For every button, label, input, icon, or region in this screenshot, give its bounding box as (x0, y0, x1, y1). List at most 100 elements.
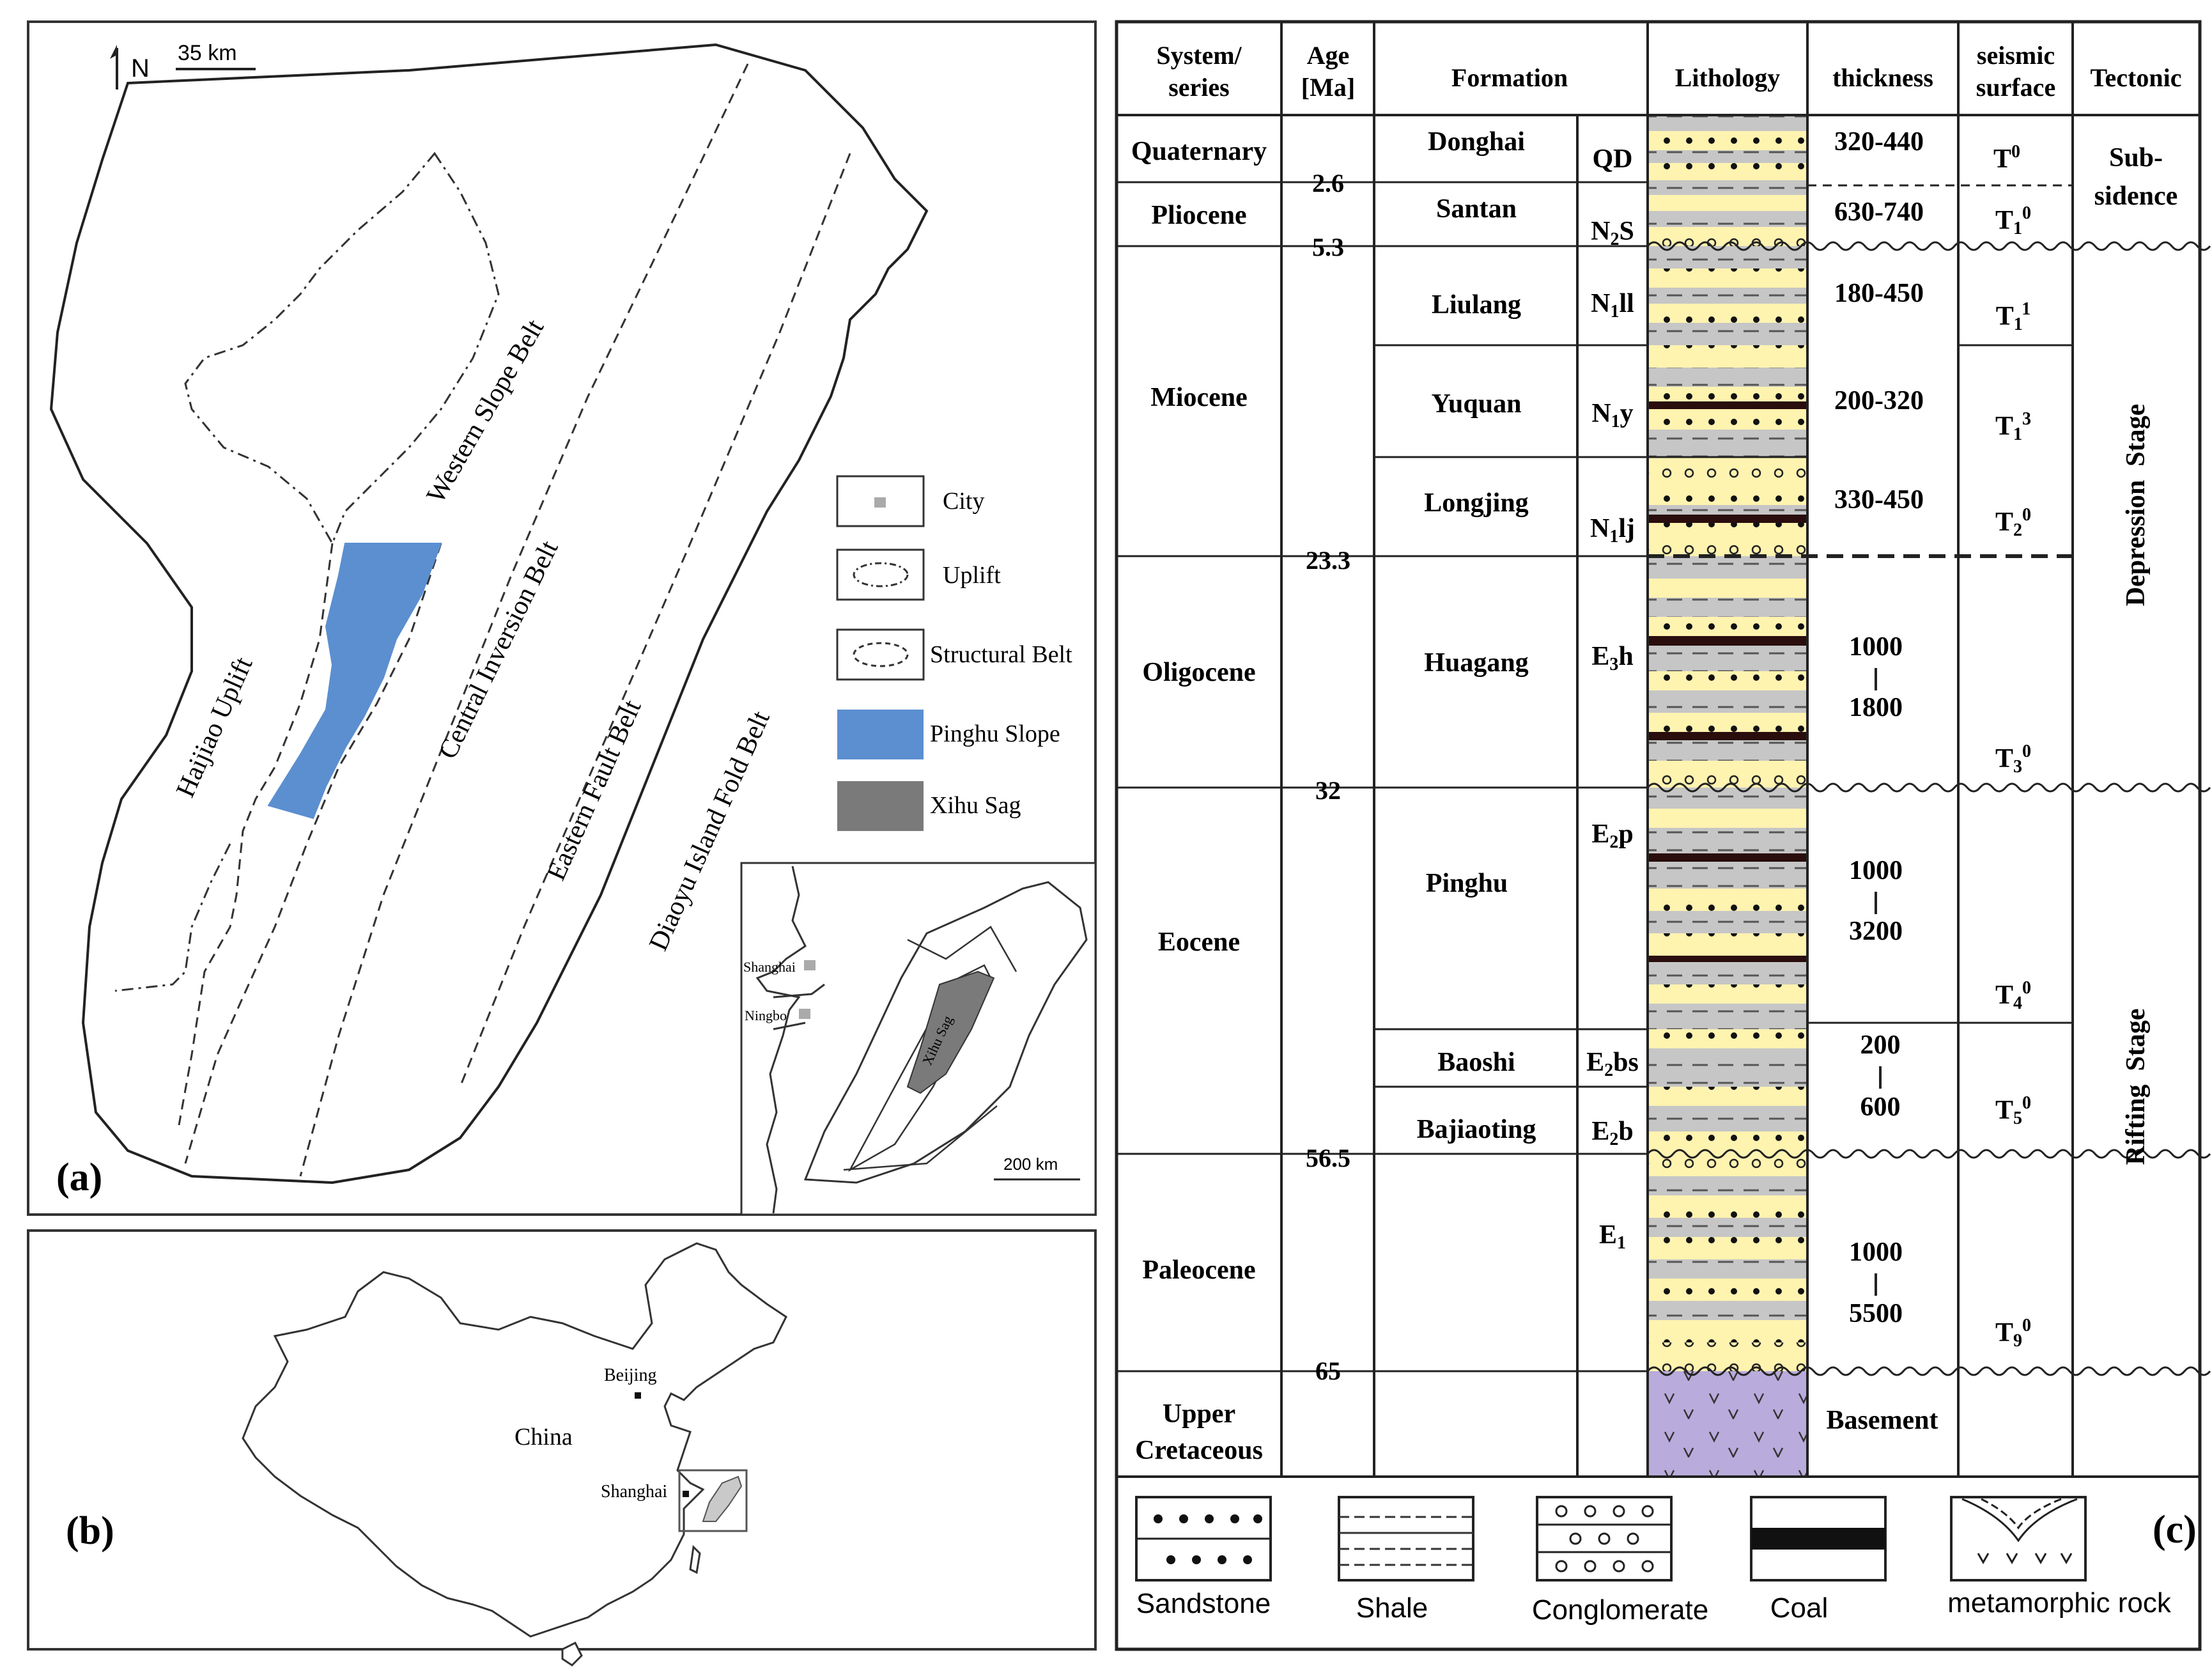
coastline (755, 866, 807, 1214)
lithology-layer (1648, 956, 1807, 962)
seismic-t0: T0 (1993, 142, 2020, 174)
lithology-layer (1648, 933, 1807, 956)
lithology-layer (1648, 1218, 1807, 1237)
header-lithology: Lithology (1675, 63, 1780, 92)
china-label: China (514, 1424, 573, 1450)
lithology-layer (1648, 523, 1807, 540)
coal-band-icon (1751, 1528, 1885, 1550)
series-upper: Upper (1163, 1399, 1235, 1429)
lithology-layer (1648, 646, 1807, 671)
north-label: N (131, 54, 150, 82)
lithology-layer (1648, 1279, 1807, 1301)
legend-xihu-label: Xihu Sag (930, 792, 1021, 819)
thick-longjing: 330-450 (1834, 485, 1924, 515)
table-header: System/ series Age [Ma] Formation Lithol… (1156, 41, 2181, 102)
thick-yuquan: 200-320 (1834, 386, 1924, 416)
lithology-layer (1648, 1029, 1807, 1048)
formation-santan: Santan (1436, 194, 1517, 224)
lithology-layer (1648, 984, 1807, 1004)
study-area-box (678, 1469, 748, 1532)
panel-b-label: (b) (66, 1509, 114, 1553)
lithology-layer (1648, 962, 1807, 984)
lithology-layer (1648, 1195, 1807, 1218)
thickness-row-lines (1648, 456, 1807, 458)
panel-a: N 35 km Western Slope Belt Central Inver… (27, 20, 1097, 1216)
age-65: 65 (1315, 1356, 1341, 1385)
legend-conglomerate-label: Conglomerate (1532, 1594, 1708, 1626)
code-n2s: N2S (1591, 217, 1634, 249)
hainan-island (561, 1641, 583, 1667)
age-32: 32 (1315, 776, 1341, 805)
formation-donghai: Donghai (1428, 127, 1525, 157)
tectonic-depression: Depression Stage (2121, 404, 2151, 607)
lithology-layer (1648, 690, 1807, 713)
beijing-icon (635, 1392, 641, 1399)
header-age-unit: [Ma] (1301, 73, 1355, 102)
code-e2bs: E2bs (1586, 1048, 1639, 1080)
lithology-layer (1648, 540, 1807, 556)
lithology-layer (1648, 387, 1807, 401)
legend-metamorphic-swatch (1950, 1496, 2087, 1582)
lithology-layer (1648, 486, 1807, 505)
thick-paleo-b: 5500 (1849, 1299, 1903, 1328)
header-thickness: thickness (1832, 63, 1933, 92)
legend-structural-box (836, 628, 925, 681)
lithology-layer (1648, 323, 1807, 345)
code-n1y: N1y (1591, 399, 1633, 431)
uplift-icon (853, 562, 909, 587)
legend-uplift-label: Uplift (943, 562, 1001, 589)
conglomerate-circles-icon (1555, 1505, 1654, 1573)
seismic-t5-0: T50 (1995, 1093, 2031, 1128)
lithology-layer (1648, 180, 1807, 195)
lithology-layer (1648, 430, 1807, 457)
panel-c-label: (c) (2153, 1508, 2197, 1551)
seismic-t9-0: T90 (1995, 1316, 2031, 1351)
lithology-layer (1648, 713, 1807, 732)
thickness-range-ticks (1875, 668, 1882, 1296)
tectonic-sub: Sub- (2109, 143, 2163, 173)
belt-line-1 (178, 543, 334, 1126)
lithology-layer (1648, 1004, 1807, 1029)
table-grid (1117, 22, 2200, 1478)
lithology-layer (1648, 1087, 1807, 1106)
thick-donghai: 320-440 (1834, 127, 1924, 157)
china-outline (242, 1242, 787, 1638)
lithology-layer (1648, 732, 1807, 740)
header-seismic: seismic (1977, 41, 2055, 70)
city-icon (874, 497, 886, 508)
lithology-layer (1648, 368, 1807, 387)
legend-metamorphic-label: metamorphic rock (1947, 1587, 2172, 1619)
header-tectonic: Tectonic (2091, 63, 2182, 92)
row-lines (1117, 181, 2073, 1372)
lithology-layer (1648, 889, 1807, 911)
lithology-layer (1648, 598, 1807, 617)
age-5-3: 5.3 (1312, 233, 1344, 261)
formation-pinghu: Pinghu (1426, 869, 1508, 898)
unconformity-line (1646, 1149, 2211, 1159)
header-system: System/ (1156, 41, 1242, 70)
seismic-t1-3: T13 (1995, 409, 2031, 444)
uplift-boundary-lower (114, 843, 231, 992)
pinghu-slope-region (267, 543, 442, 820)
lithology-layer (1648, 288, 1807, 304)
unconformity-line (1646, 782, 2211, 793)
code-e2b: E2b (1591, 1117, 1633, 1149)
thickness-column: 320-440 630-740 180-450 200-320 330-450 … (1827, 127, 1938, 1435)
legend-pinghu-swatch (837, 710, 924, 759)
belt-line-4 (459, 153, 851, 1087)
header-age: Age (1307, 41, 1350, 70)
formation-baoshi: Baoshi (1437, 1048, 1515, 1077)
inset-map: Xihu Sag Shanghai Ningbo 200 km (740, 862, 1097, 1216)
lithology-layer (1648, 515, 1807, 523)
inset-shanghai-label: Shanghai (743, 959, 796, 975)
shanghai-label: Shanghai (601, 1482, 667, 1502)
tectonic-column: Sub- sidence Depression Stage Rifting St… (2094, 143, 2178, 1165)
formation-huagang: Huagang (1424, 648, 1528, 678)
beijing-label: Beijing (604, 1365, 656, 1385)
code-n1lj: N1lj (1590, 514, 1635, 547)
lithology-layer (1648, 1237, 1807, 1259)
lithology-layer (1648, 671, 1807, 690)
inset-scale-label: 200 km (1003, 1154, 1058, 1174)
series-miocene: Miocene (1150, 383, 1248, 412)
